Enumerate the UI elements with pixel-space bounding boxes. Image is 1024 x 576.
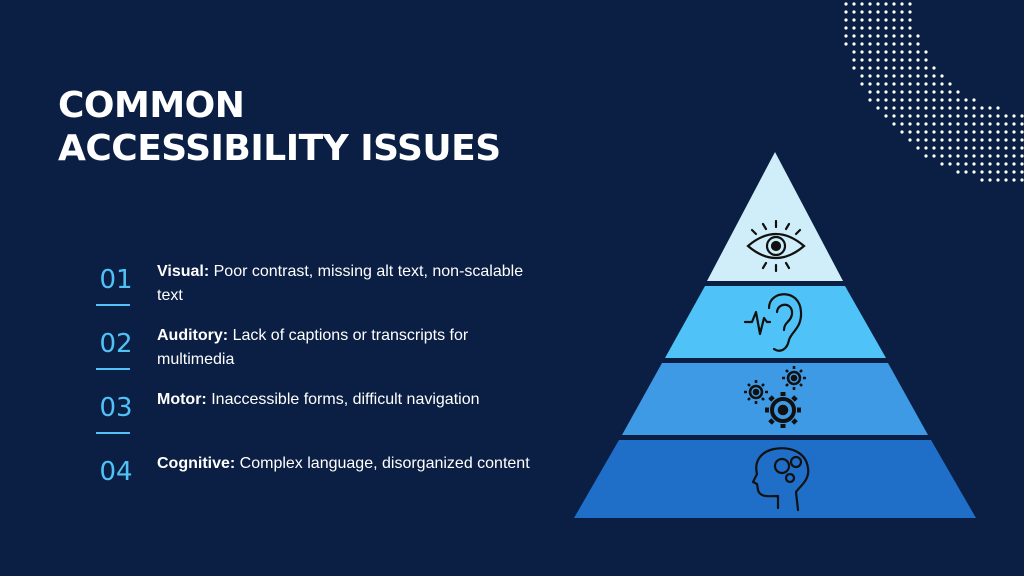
- pyramid-level-visual: [707, 152, 843, 281]
- gears-icon: [744, 366, 806, 428]
- pyramid-level-motor: [622, 363, 928, 435]
- issue-label: Motor:: [157, 391, 207, 408]
- issue-number: 02: [99, 329, 133, 359]
- issue-detail: Complex language, disorganized content: [239, 455, 530, 472]
- issue-label: Cognitive:: [157, 455, 236, 472]
- divider: [96, 432, 130, 434]
- issue-description: Motor: Inaccessible forms, difficult nav…: [157, 388, 537, 412]
- issue-description: Visual: Poor contrast, missing alt text,…: [157, 260, 537, 308]
- issue-number: 04: [99, 457, 133, 487]
- issue-description: Auditory: Lack of captions or transcript…: [157, 324, 537, 372]
- issue-detail: Inaccessible forms, difficult navigation: [211, 391, 480, 408]
- head-gears-icon: [751, 447, 810, 512]
- issue-description: Cognitive: Complex language, disorganize…: [157, 452, 537, 476]
- slide-title-line-2: ACCESSIBILITY ISSUES: [58, 128, 501, 169]
- slide-title-line-1: COMMON: [58, 85, 245, 126]
- pyramid-level-auditory: [665, 286, 886, 358]
- issue-item-auditory: 02 Auditory: Lack of captions or transcr…: [94, 304, 537, 378]
- issue-label: Visual:: [157, 263, 210, 280]
- divider: [96, 368, 130, 370]
- eye-icon: [746, 219, 806, 273]
- divider: [96, 304, 130, 306]
- issue-item-motor: 03 Motor: Inaccessible forms, difficult …: [94, 368, 537, 442]
- pyramid-level-cognitive: [574, 440, 976, 518]
- issue-number: 01: [99, 265, 133, 295]
- issue-detail: Lack of captions or transcripts for mult…: [157, 327, 469, 368]
- issue-label: Auditory:: [157, 327, 229, 344]
- issue-detail: Poor contrast, missing alt text, non-sca…: [157, 263, 524, 304]
- issue-item-visual: 01 Visual: Poor contrast, missing alt te…: [94, 258, 534, 314]
- slide-title: COMMON ACCESSIBILITY ISSUES: [58, 84, 501, 170]
- issue-number: 03: [99, 393, 133, 423]
- issue-item-cognitive: 04 Cognitive: Complex language, disorgan…: [94, 432, 537, 506]
- ear-icon: [743, 293, 803, 352]
